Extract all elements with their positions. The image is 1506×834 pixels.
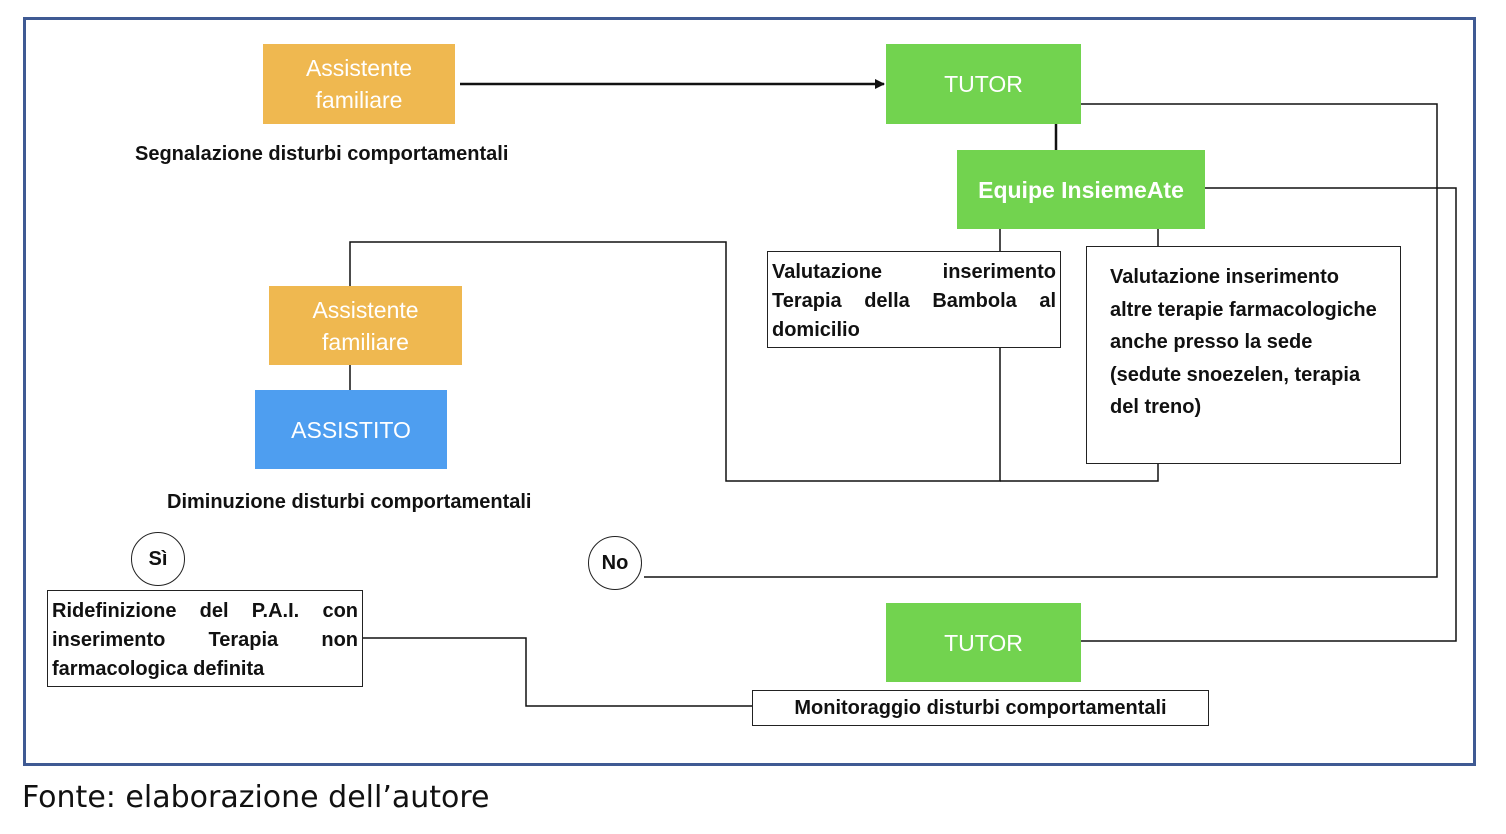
diagram-frame	[23, 17, 1476, 766]
tutor-node: TUTOR	[886, 44, 1081, 124]
line-altre-to-merge	[1000, 463, 1159, 482]
altre-terapie-box: Valutazione inserimento altre terapie fa…	[1086, 246, 1401, 464]
assistente-familiare-node-2: Assistente familiare	[269, 286, 462, 365]
line-tutor-to-no	[644, 103, 1438, 578]
line-ridefinizione-to-monitoraggio	[362, 637, 752, 707]
ridefinizione-pai-box: Ridefinizione del P.A.I. con inserimento…	[47, 590, 363, 687]
source-caption: Fonte: elaborazione dell’autore	[22, 780, 490, 815]
diminuzione-label: Diminuzione disturbi comportamentali	[167, 491, 532, 513]
decision-no: No	[588, 536, 642, 590]
bambola-therapy-box: Valutazione inserimento Terapia della Ba…	[767, 251, 1061, 348]
line-boxes-to-assistito	[349, 241, 1001, 482]
decision-si: Sì	[131, 532, 185, 586]
monitoraggio-box: Monitoraggio disturbi comportamentali	[752, 690, 1209, 726]
assistente-familiare-node: Assistente familiare	[263, 44, 455, 124]
tutor-monitoring-node: TUTOR	[886, 603, 1081, 682]
line-equipe-to-tutor-bottom	[1081, 187, 1457, 642]
segnalazione-label: Segnalazione disturbi comportamentali	[135, 143, 509, 165]
equipe-insiemeate-node: Equipe InsiemeAte	[957, 150, 1205, 229]
assistito-node: ASSISTITO	[255, 390, 447, 469]
